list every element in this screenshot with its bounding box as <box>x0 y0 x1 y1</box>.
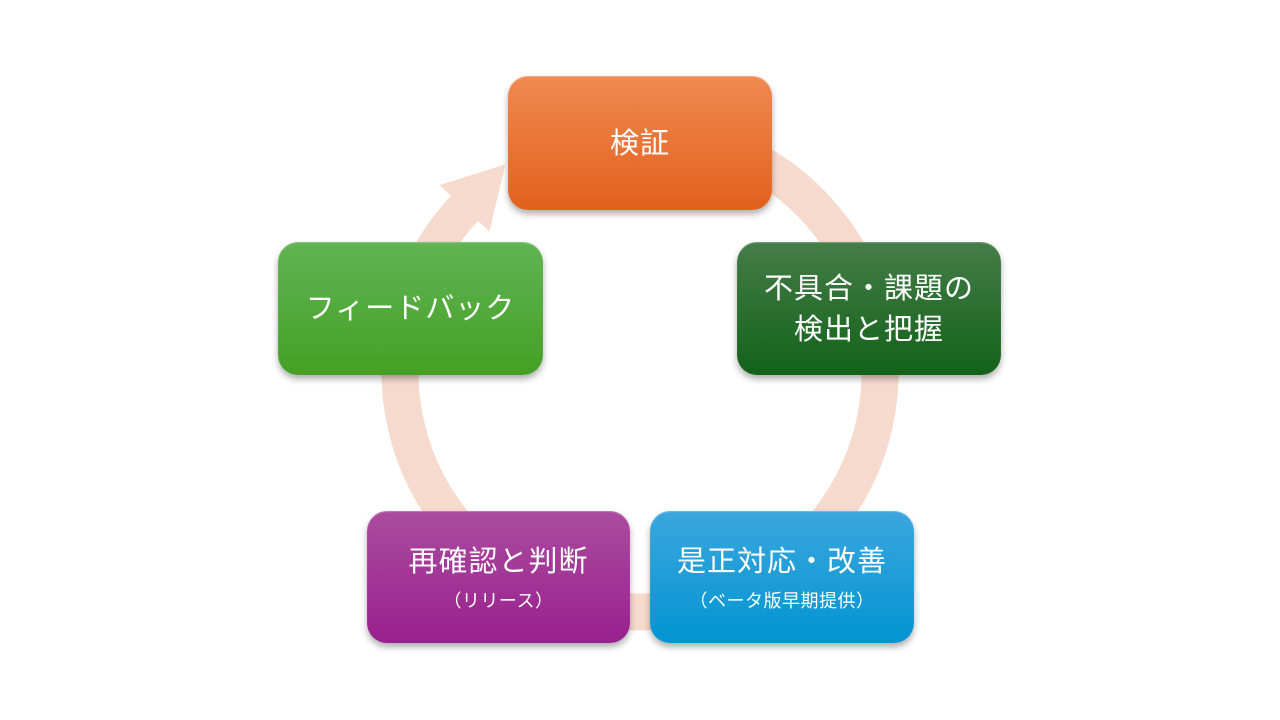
node-feedback: フィードバック <box>278 242 543 375</box>
node-corrective-action-note: （ベータ版早期提供） <box>689 590 875 612</box>
cycle-arrowhead-icon <box>439 164 506 232</box>
node-feedback-label: フィードバック <box>305 291 516 326</box>
node-defect-detection-label-line1: 不具合・課題の <box>763 271 974 306</box>
node-verification-label: 検証 <box>609 125 670 160</box>
node-corrective-action: 是正対応・改善 （ベータ版早期提供） <box>650 511 914 643</box>
node-verification: 検証 <box>508 76 772 210</box>
node-reconfirmation-note: （リリース） <box>443 590 554 612</box>
node-defect-detection-label-line2: 検出と把握 <box>793 311 944 346</box>
node-corrective-action-label: 是正対応・改善 <box>676 544 887 579</box>
node-reconfirmation: 再確認と判断 （リリース） <box>367 511 630 643</box>
node-reconfirmation-label: 再確認と判断 <box>408 544 589 579</box>
node-defect-detection: 不具合・課題の 検出と把握 <box>737 242 1001 375</box>
